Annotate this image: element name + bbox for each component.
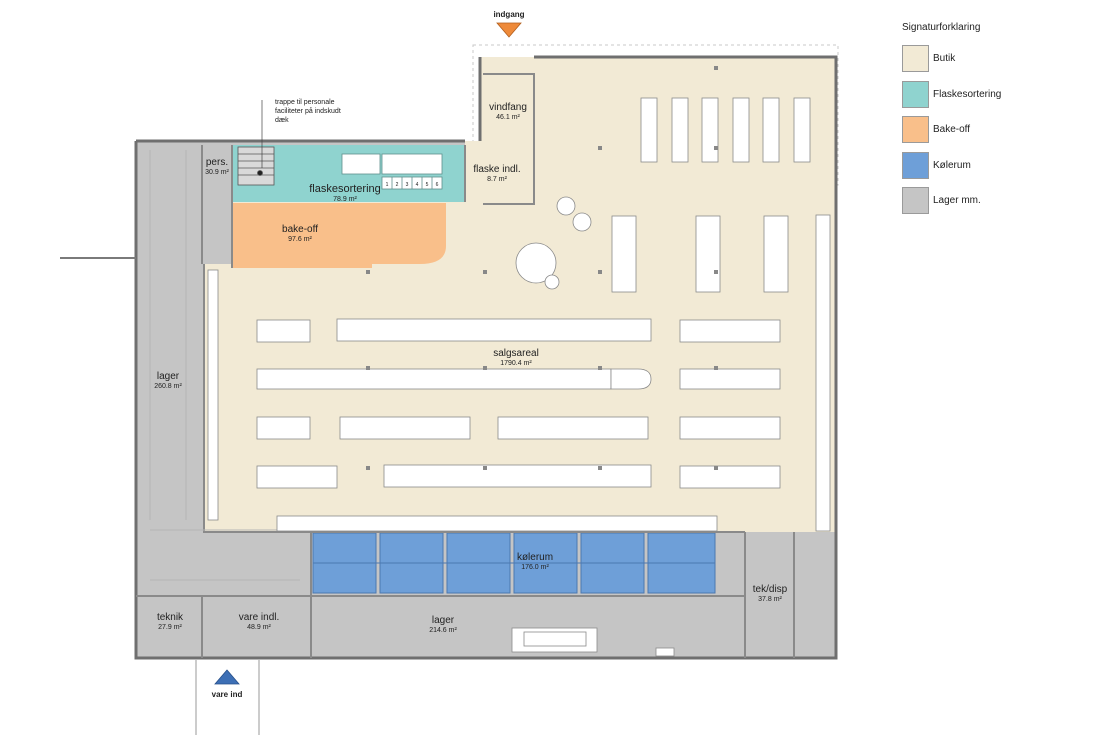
legend-label-butik: Butik xyxy=(933,53,956,64)
stair-note-line2: faciliteter på indskudt xyxy=(275,107,341,115)
legend-label-lager: Lager mm. xyxy=(933,195,981,206)
shelf-number: 4 xyxy=(416,182,419,188)
vindfang-name: vindfang xyxy=(489,102,527,113)
legend-item-butik: Butik xyxy=(902,45,1092,72)
storage-rack-lines xyxy=(149,150,300,581)
vare-indl-area: 48.9 m² xyxy=(247,624,271,631)
teknik-area: 27.9 m² xyxy=(158,624,182,631)
pers-area: 30.9 m² xyxy=(205,169,229,176)
lager-fixtures xyxy=(511,627,675,657)
kolerum-compartments xyxy=(312,532,716,594)
delivery-lane xyxy=(195,660,260,735)
legend-item-lager: Lager mm. xyxy=(902,187,1092,214)
vindfang-room xyxy=(483,74,534,204)
salgsareal-area: 1790.4 m² xyxy=(500,360,532,367)
stair-note-line1: trappe til personale xyxy=(275,99,335,106)
kolerum-area: 176.0 m² xyxy=(521,564,549,571)
legend: Signaturforklaring Butik Flaskesortering… xyxy=(902,22,1092,223)
delivery-marker xyxy=(214,669,240,685)
salgsareal-name: salgsareal xyxy=(493,348,539,359)
sales-floor-area xyxy=(204,57,836,532)
legend-item-bakeoff: Bake-off xyxy=(902,116,1092,143)
columns xyxy=(366,66,718,470)
entrance-label: indgang xyxy=(493,10,524,19)
tek-disp-area: 37.8 m² xyxy=(758,596,782,603)
shelf-number: 1 xyxy=(386,182,389,188)
legend-swatch-flaskesortering xyxy=(902,80,929,108)
vare-indl-name: vare indl. xyxy=(239,612,280,623)
bakeoff-area: 97.6 m² xyxy=(288,236,312,243)
stair-note-line3: dæk xyxy=(275,117,289,124)
legend-label-kolerum: Kølerum xyxy=(933,159,971,171)
entrance-canopy-outline xyxy=(472,44,839,186)
floor-plan: indgang vare ind trappe til personale fa… xyxy=(60,10,839,735)
bottle-machines xyxy=(341,153,443,190)
legend-item-kolerum: Kølerum xyxy=(902,151,1092,179)
kolerum-name: kølerum xyxy=(517,552,553,563)
shelving-units xyxy=(207,97,831,532)
legend-label-flaskesortering: Flaskesortering xyxy=(933,88,1002,100)
interior-walls xyxy=(136,73,795,658)
flaske-indl-area: 8.7 m² xyxy=(487,176,508,183)
lager-bottom-area: 214.6 m² xyxy=(429,627,457,634)
pers-name: pers. xyxy=(206,157,228,168)
legend-label-bakeoff: Bake-off xyxy=(933,124,971,135)
delivery-label: vare ind xyxy=(212,690,243,699)
legend-swatch-bakeoff xyxy=(902,116,929,143)
legend-swatch-kolerum xyxy=(902,151,929,179)
flaskesortering-area: 78.9 m² xyxy=(333,196,357,203)
legend-swatch-lager xyxy=(902,187,929,214)
bakeoff-room xyxy=(232,203,446,268)
bottle-machine-numbers: 1 2 3 4 5 6 xyxy=(386,182,439,188)
shelf-number: 2 xyxy=(396,182,399,188)
teknik-name: teknik xyxy=(157,612,184,623)
vindfang-area: 46.1 m² xyxy=(496,114,520,121)
flaskesortering-name: flaskesortering xyxy=(309,183,381,195)
flaske-indl-name: flaske indl. xyxy=(473,164,520,175)
shelf-number: 6 xyxy=(436,182,439,188)
legend-item-flaskesortering: Flaskesortering xyxy=(902,80,1092,108)
entrance-marker xyxy=(496,22,522,38)
tek-disp-name: tek/disp xyxy=(753,584,788,595)
staircase xyxy=(237,146,275,186)
shelf-number: 5 xyxy=(426,182,429,188)
lager-bottom-name: lager xyxy=(432,615,455,626)
legend-title: Signaturforklaring xyxy=(902,22,981,33)
legend-swatch-butik xyxy=(902,45,929,72)
lager-left-name: lager xyxy=(157,371,180,382)
lager-left-area: 260.8 m² xyxy=(154,383,182,390)
exterior-walls xyxy=(134,55,838,660)
shelf-number: 3 xyxy=(406,182,409,188)
bakeoff-name: bake-off xyxy=(282,224,318,235)
